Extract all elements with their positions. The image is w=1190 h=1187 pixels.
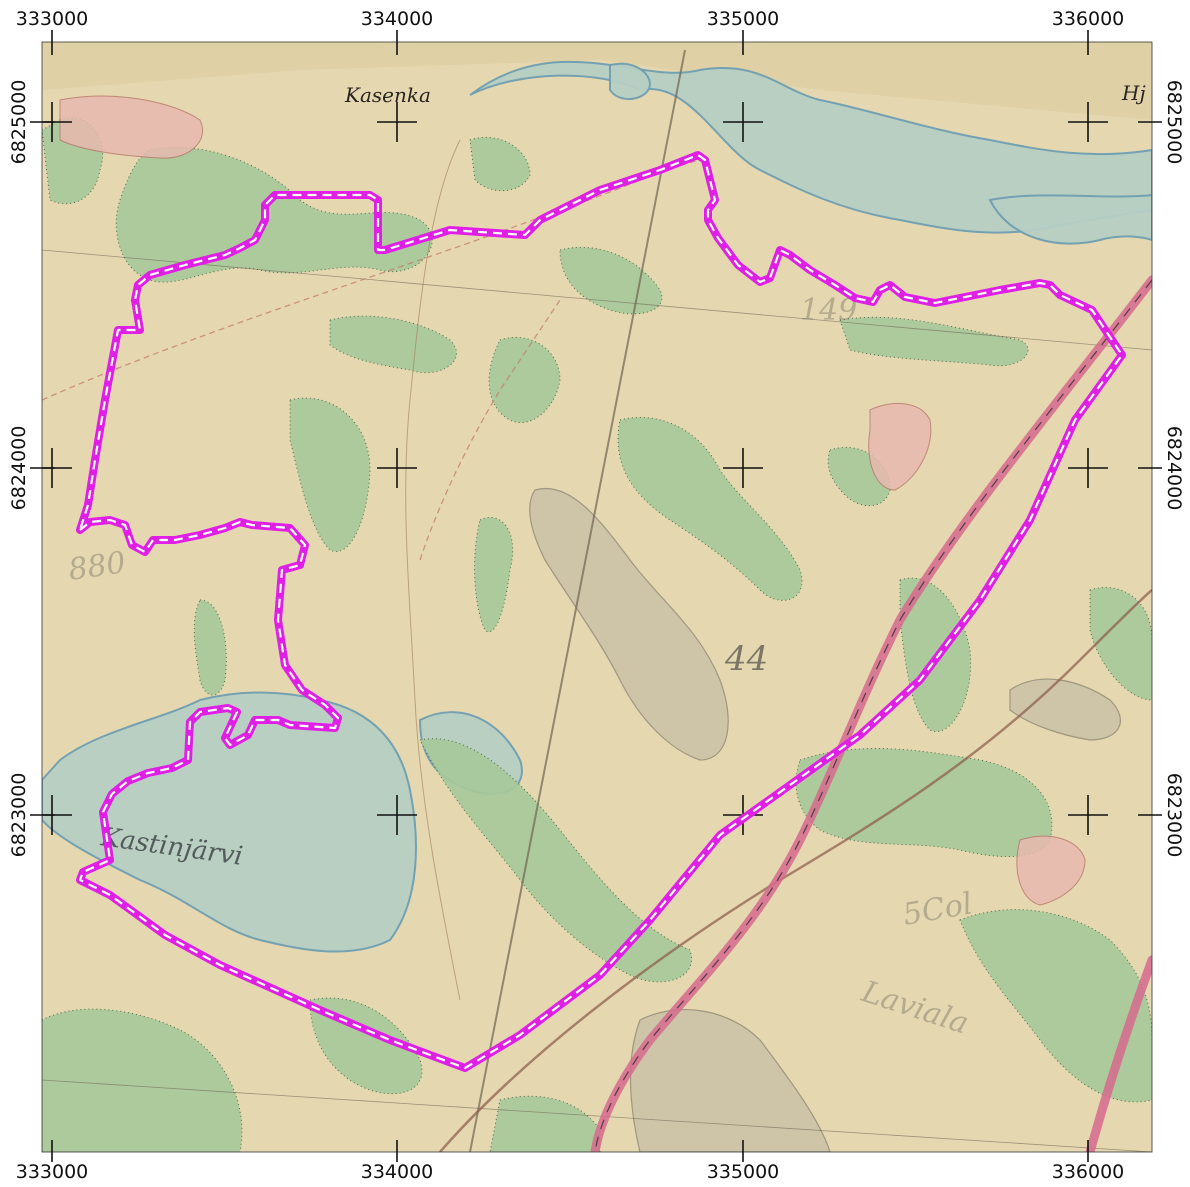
axis-ticks: [30, 30, 1162, 1162]
y-tick-right-2: 6823000: [1163, 773, 1185, 858]
meadow-strip: [474, 517, 514, 633]
map-label-village: Kasenka: [344, 83, 431, 107]
x-tick-top-3: 336000: [1052, 8, 1125, 30]
meadow-small: [193, 599, 227, 696]
map-label-num2: 880: [66, 545, 128, 588]
y-tick-right-0: 6825000: [1163, 80, 1185, 165]
meadow-centre-north: [329, 315, 457, 374]
field-east: [868, 402, 932, 491]
grid-line-old-2: [42, 1079, 1152, 1152]
y-tick-left-2: 6823000: [8, 773, 30, 858]
northern-lake: [469, 60, 1152, 234]
ridge-east: [1009, 678, 1121, 741]
grid-cross: [1068, 448, 1108, 488]
brown-road: [439, 589, 1152, 1152]
lake-kastinjarvi: [42, 691, 417, 953]
x-tick-top-0: 333000: [16, 8, 89, 30]
map-label-num3: 149: [800, 293, 857, 328]
map-label-num1: 44: [724, 639, 768, 679]
meadow-far-south-east: [959, 909, 1152, 1103]
islet-water: [609, 62, 652, 100]
meadow-west-centre: [289, 397, 371, 553]
meadow-east-edge: [1089, 586, 1152, 701]
grid-cross: [377, 448, 417, 488]
field-south-east: [1016, 835, 1086, 906]
historic-map: Kasenka Hj Kastinjärvi 44 880 Laviala 14…: [42, 42, 1152, 1152]
meadow-south-west-corner: [42, 1008, 243, 1152]
grid-cross: [377, 795, 417, 835]
x-tick-bottom-2: 335000: [707, 1161, 780, 1183]
river-east: [988, 193, 1152, 245]
grid-cross: [377, 102, 417, 142]
old-path-1: [405, 139, 461, 1001]
x-tick-bottom-3: 336000: [1052, 1161, 1125, 1183]
x-tick-top-1: 334000: [361, 8, 434, 30]
meadow-south-bottom: [489, 1095, 601, 1152]
field-nw: [59, 95, 203, 159]
grid-cross: [723, 102, 763, 142]
grid-line-old-1: [42, 249, 1152, 351]
y-tick-left-1: 6824000: [8, 426, 30, 511]
grid-cross: [723, 448, 763, 488]
meadow-nw: [115, 147, 433, 283]
y-tick-left-0: 6825000: [8, 80, 30, 165]
railway-east-branch: [1085, 955, 1152, 1152]
grid-cross: [1068, 795, 1108, 835]
meadow-east-centre: [617, 416, 803, 601]
paper-stain: [42, 42, 1152, 120]
meadow-south: [419, 738, 693, 983]
grid-cross: [1068, 102, 1108, 142]
map-frame: [41, 41, 1153, 1153]
meadow-village: [469, 136, 531, 192]
old-road-straight: [469, 49, 686, 1152]
x-tick-bottom-0: 333000: [16, 1161, 89, 1183]
ridge-south: [629, 1009, 831, 1152]
ridge-centre: [529, 487, 729, 761]
x-tick-bottom-1: 334000: [361, 1161, 434, 1183]
railway-centerline: [594, 279, 1152, 1152]
study-area-boundary-dash: [78, 153, 1124, 1070]
dashed-red-road-2: [419, 299, 561, 561]
meadow-east-north: [839, 316, 1029, 367]
y-tick-right-1: 6824000: [1163, 426, 1185, 511]
meadow-centre: [488, 336, 561, 424]
map-label-corner: Hj: [1121, 81, 1146, 105]
x-tick-top-2: 335000: [707, 8, 780, 30]
